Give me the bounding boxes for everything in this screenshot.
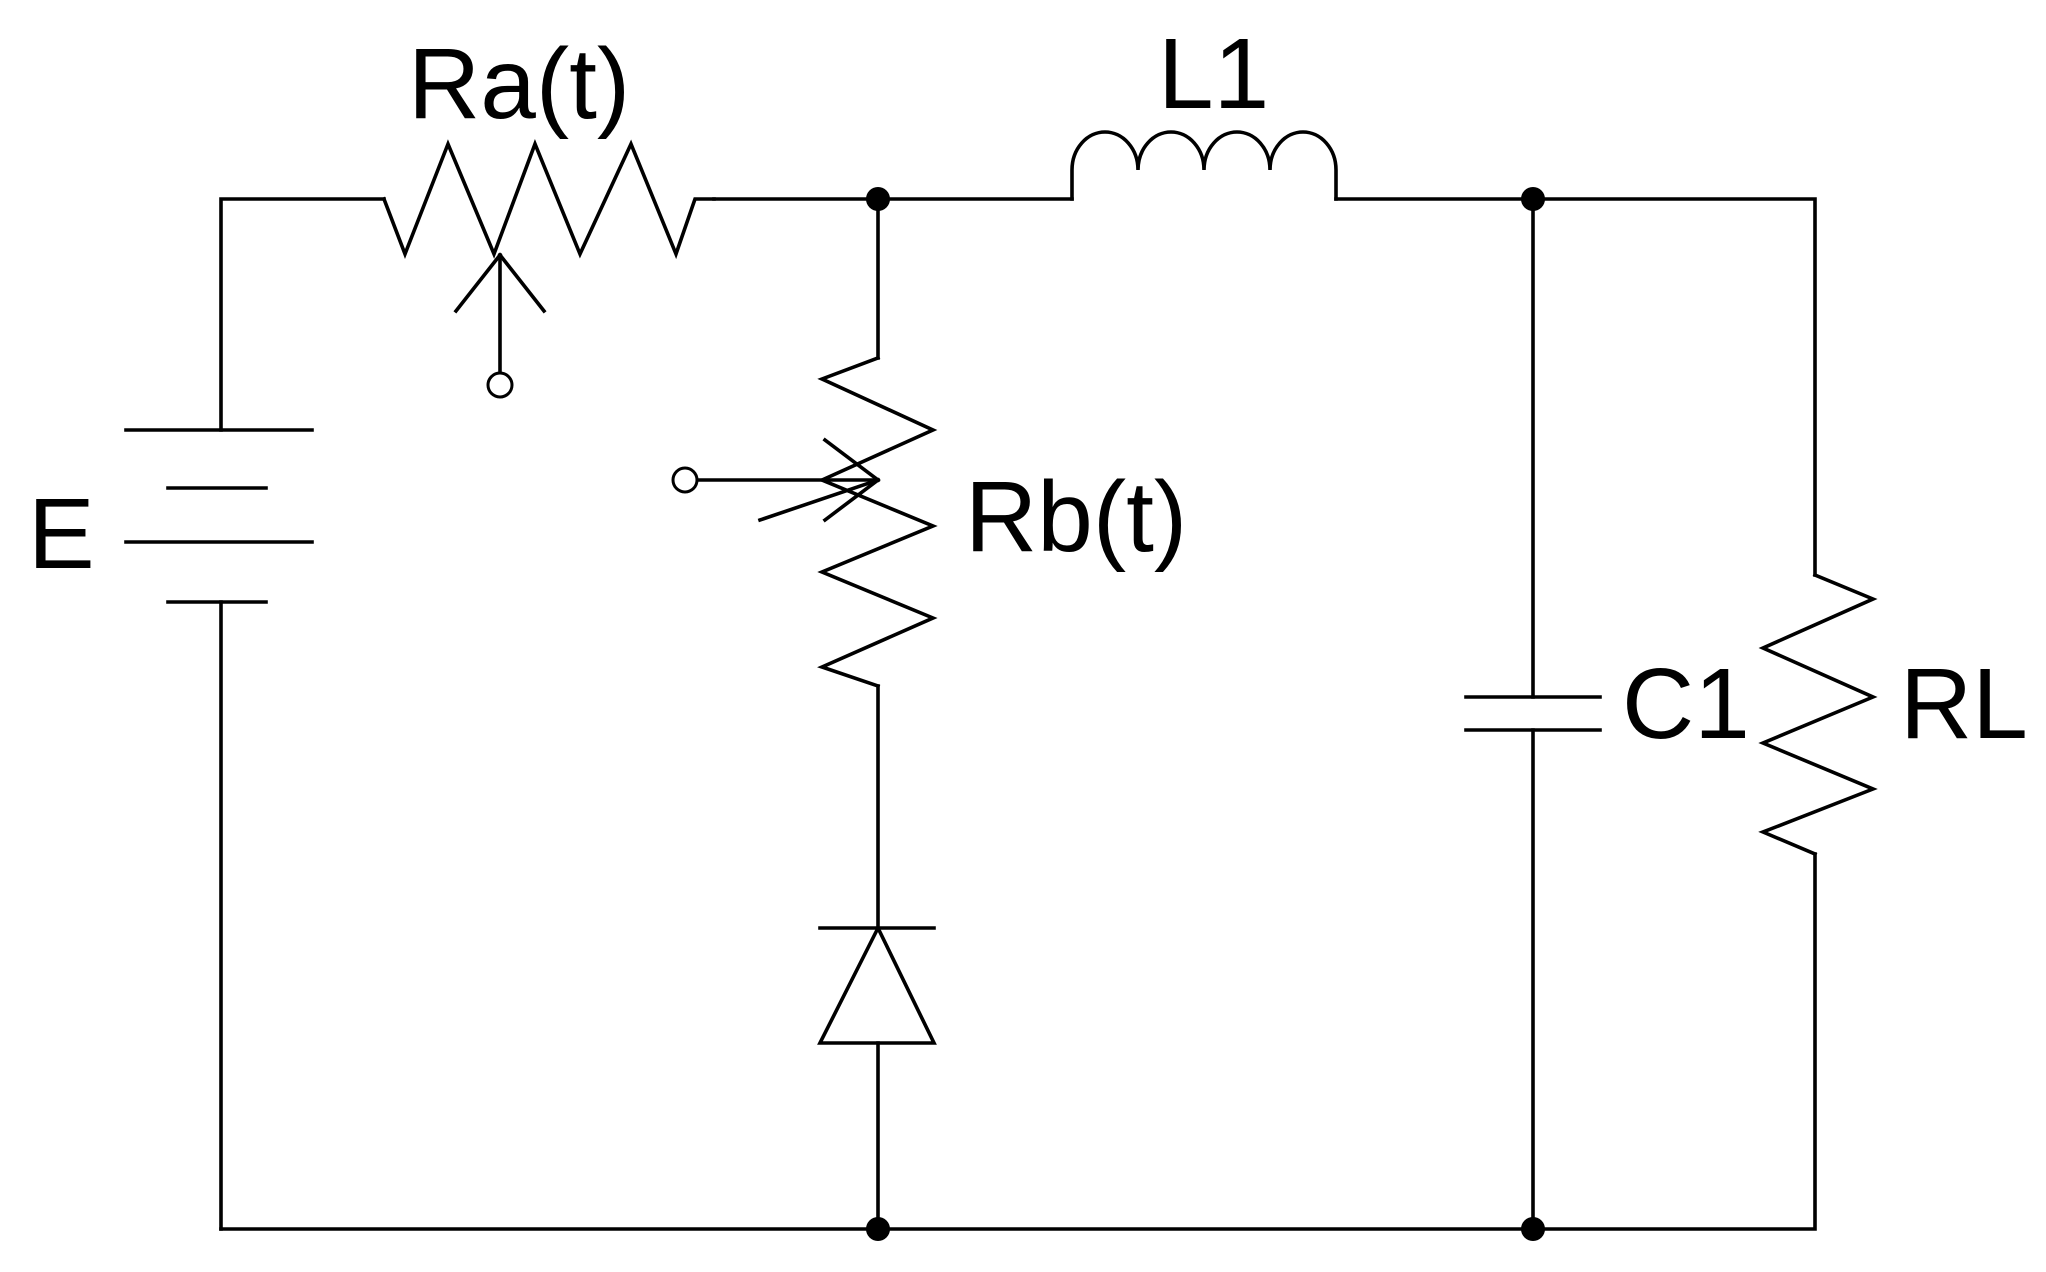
junction-bottom-right (1521, 1217, 1545, 1241)
wire-right-lower (1531, 852, 1817, 1231)
label-capacitor-c1: C1 (1622, 648, 1750, 760)
resistor-rb-symbol (671, 355, 938, 689)
rb-control-terminal (671, 466, 699, 494)
junction-bottom-middle (866, 1217, 890, 1241)
battery-e-symbol (124, 428, 314, 604)
junction-top-right (1521, 187, 1545, 211)
inductor-l1-symbol (1070, 130, 1338, 201)
label-resistor-rl: RL (1900, 648, 2028, 760)
capacitor-c1-symbol (1464, 695, 1602, 732)
junction-top-middle (866, 187, 890, 211)
label-source-e: E (28, 478, 95, 590)
wire-top-right (1531, 197, 1817, 577)
wire-left-upper (219, 197, 386, 432)
label-inductor-l1: L1 (1158, 18, 1269, 130)
ra-control-terminal (486, 371, 514, 399)
diode-symbol (817, 923, 937, 1045)
resistor-rl-symbol (1758, 572, 1878, 857)
wires (219, 197, 1817, 1231)
junction-nodes (866, 187, 1545, 1241)
label-resistor-rb: Rb(t) (965, 461, 1187, 573)
resistor-ra-symbol (381, 139, 716, 399)
label-resistor-ra: Ra(t) (408, 28, 630, 140)
